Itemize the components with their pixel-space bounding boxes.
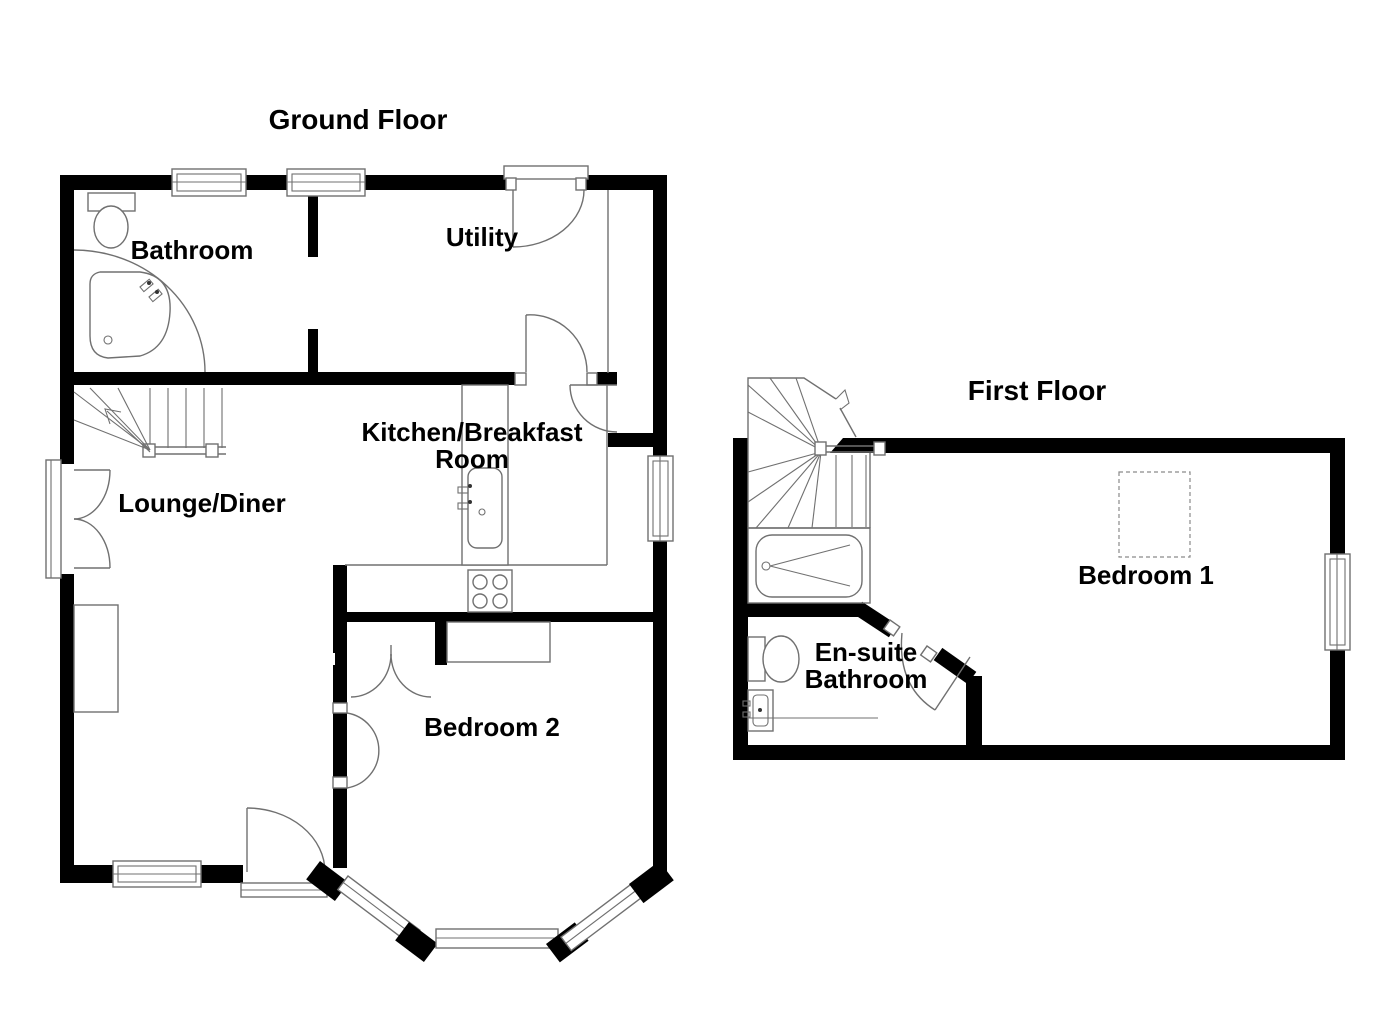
bedroom1-window (1324, 553, 1351, 651)
bay-window (306, 861, 674, 963)
kitchen-label-line1: Kitchen/Breakfast (361, 417, 582, 447)
bathroom-window (171, 168, 247, 197)
bathroom-label: Bathroom (131, 235, 254, 265)
ground-floor-title: Ground Floor (269, 104, 448, 135)
french-doors (45, 459, 111, 579)
kitchen-door-from-hall (569, 384, 618, 433)
first-floor-walls (733, 438, 1345, 760)
hob-fixture (467, 569, 513, 613)
front-door (503, 165, 589, 248)
utility-window (286, 168, 366, 197)
bed-outline (1118, 471, 1191, 558)
lounge-recess (73, 604, 119, 713)
corner-bath-fixture (89, 271, 171, 359)
kitchen-door-from-utility (514, 314, 598, 386)
ensuite-basin-fixture (742, 689, 774, 732)
stairs-ground (73, 387, 226, 458)
ensuite-toilet-fixture (747, 635, 800, 683)
lounge-label: Lounge/Diner (118, 488, 286, 518)
bedroom2-double-door (350, 645, 432, 698)
ensuite-label-line1: En-suite (815, 637, 918, 667)
lounge-window (112, 860, 202, 888)
ground-floor-plan: Ground Floor Bathroom Utility Kitchen/Br… (45, 104, 674, 963)
bath-fixture (747, 527, 871, 604)
ensuite-door (882, 619, 971, 711)
first-floor-title: First Floor (968, 375, 1107, 406)
first-floor-plan: First Floor Bedroom 1 En-suite Bathroom (733, 375, 1351, 760)
utility-label: Utility (446, 222, 519, 252)
kitchen-label-line2: Room (435, 444, 509, 474)
kitchen-sink-fixture (457, 384, 509, 566)
toilet-fixture (87, 192, 136, 249)
bedroom1-label: Bedroom 1 (1078, 560, 1214, 590)
bedroom2-label: Bedroom 2 (424, 712, 560, 742)
ensuite-label-line2: Bathroom (805, 664, 928, 694)
built-in-wardrobe (446, 621, 551, 663)
lounge-bedroom2-door (332, 702, 380, 789)
kitchen-window (647, 455, 674, 542)
shower-screen-arc (73, 249, 206, 373)
